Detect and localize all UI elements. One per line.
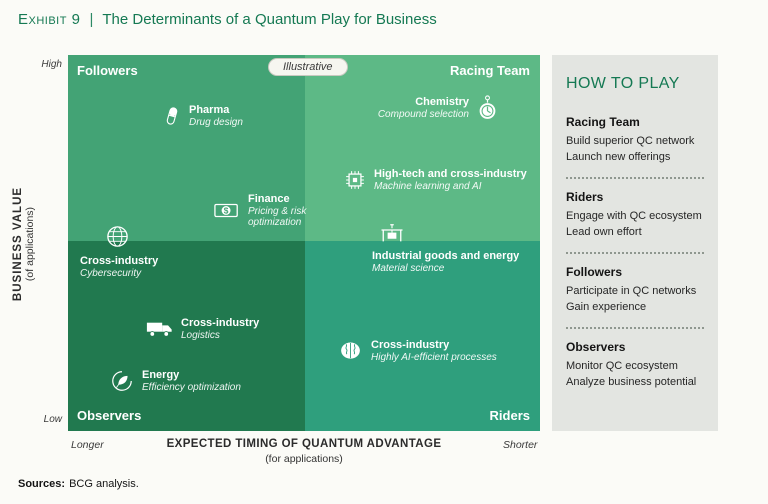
item-title: Cross-industry	[181, 317, 260, 329]
section-line: Analyze business potential	[566, 375, 697, 388]
quadrant-label-observers: Observers	[77, 408, 142, 423]
item-subtitle: Material science	[372, 263, 445, 274]
illustrative-badge: Illustrative	[268, 58, 348, 76]
section-heading: Riders	[566, 189, 604, 204]
quadrant-racing-team	[305, 55, 540, 241]
item-subtitle: Logistics	[181, 330, 220, 341]
quadrant-label-followers: Followers	[77, 63, 138, 78]
item-subtitle: Machine learning and AI	[374, 181, 482, 192]
item-title: Energy	[142, 369, 180, 381]
how-to-play-section-riders: Riders Engage with QC ecosystem Lead own…	[566, 190, 704, 254]
x-axis-subtitle: (for applications)	[265, 453, 343, 465]
quadrant-label-racing-team: Racing Team	[450, 63, 530, 78]
leaf-icon	[110, 369, 134, 393]
pill-icon	[163, 103, 181, 129]
item-subtitle: Efficiency optimization	[142, 382, 241, 393]
section-line: Monitor QC ecosystem	[566, 359, 678, 372]
x-tick-shorter: Shorter	[503, 439, 538, 451]
sources-label: Sources:	[18, 478, 66, 490]
map-item-energy: Energy Efficiency optimization	[110, 369, 241, 393]
section-line: Participate in QC networks	[566, 284, 697, 297]
item-title: Cross-industry	[371, 339, 450, 351]
section-heading: Observers	[566, 339, 626, 354]
x-axis-title: EXPECTED TIMING OF QUANTUM ADVANTAGE	[166, 438, 442, 450]
map-item-pharma: Pharma Drug design	[163, 103, 243, 129]
map-item-hightech: High-tech and cross-industry Machine lea…	[344, 168, 527, 192]
y-axis-title: BUSINESS VALUE	[12, 186, 24, 302]
quadrant-followers	[68, 55, 305, 241]
section-heading: Followers	[566, 264, 623, 279]
how-to-play-title: HOW TO PLAY	[566, 75, 680, 92]
how-to-play-section-racing-team: Racing Team Build superior QC network La…	[566, 115, 704, 179]
quadrant-label-riders: Riders	[489, 408, 530, 423]
truck-icon	[146, 319, 173, 339]
crane-icon	[378, 223, 519, 244]
map-item-finance: $ Finance Pricing & risk optimization	[214, 193, 336, 228]
sources-note: Sources:BCG analysis.	[18, 478, 139, 490]
quadrant-riders	[305, 241, 540, 431]
y-tick-high: High	[41, 59, 62, 70]
quadrant-observers	[68, 241, 305, 431]
section-heading: Racing Team	[566, 115, 640, 129]
item-title: Finance	[248, 193, 290, 205]
map-item-logistics: Cross-industry Logistics	[146, 317, 259, 341]
how-to-play-section-followers: Followers Participate in QC networks Gai…	[566, 265, 704, 329]
section-line: Gain experience	[566, 300, 647, 313]
how-to-play-panel: HOW TO PLAY Racing Team Build superior Q…	[552, 55, 718, 431]
svg-text:$: $	[224, 206, 229, 216]
exhibit-number: Exhibit 9	[18, 11, 81, 28]
y-tick-low: Low	[43, 414, 62, 425]
globe-icon	[105, 224, 158, 249]
brain-icon	[338, 340, 363, 362]
item-title: Chemistry	[415, 95, 469, 108]
item-subtitle: Cybersecurity	[80, 268, 142, 279]
item-subtitle: Pricing & risk optimization	[248, 206, 307, 228]
page-title: The Determinants of a Quantum Play for B…	[102, 11, 437, 28]
money-icon: $	[214, 201, 240, 220]
map-item-industrial: Industrial goods and energy Material sci…	[372, 223, 519, 274]
stopwatch-icon	[477, 94, 498, 121]
y-axis-subtitle: (of applications)	[24, 206, 36, 282]
how-to-play-section-observers: Observers Monitor QC ecosystem Analyze b…	[566, 340, 704, 402]
y-axis-label: BUSINESS VALUE (of applications)	[12, 164, 36, 324]
item-title: Industrial goods and energy	[372, 250, 520, 262]
chip-icon	[344, 169, 366, 191]
section-line: Engage with QC ecosystem	[566, 209, 702, 222]
exhibit-header: Exhibit 9 | The Determinants of a Quantu…	[18, 11, 437, 28]
section-line: Build superior QC network	[566, 135, 695, 147]
map-item-ai-processes: Cross-industry Highly AI-efficient proce…	[338, 339, 497, 363]
map-item-cybersecurity: Cross-industry Cybersecurity	[80, 224, 158, 279]
x-tick-longer: Longer	[71, 439, 104, 451]
item-title: Cross-industry	[80, 255, 159, 267]
map-item-chemistry: Chemistry Compound selection	[378, 94, 498, 121]
quadrant-chart: Followers Racing Team Observers Riders I…	[68, 55, 540, 431]
item-subtitle: Drug design	[189, 117, 243, 128]
header-divider: |	[89, 11, 94, 28]
section-line: Lead own effort	[566, 225, 642, 238]
item-subtitle: Highly AI-efficient processes	[371, 352, 497, 363]
item-title: High-tech and cross-industry	[374, 168, 527, 180]
item-title: Pharma	[189, 104, 230, 116]
section-line: Launch new offerings	[566, 150, 671, 163]
sources-text: BCG analysis.	[69, 478, 139, 490]
item-subtitle: Compound selection	[377, 108, 469, 120]
